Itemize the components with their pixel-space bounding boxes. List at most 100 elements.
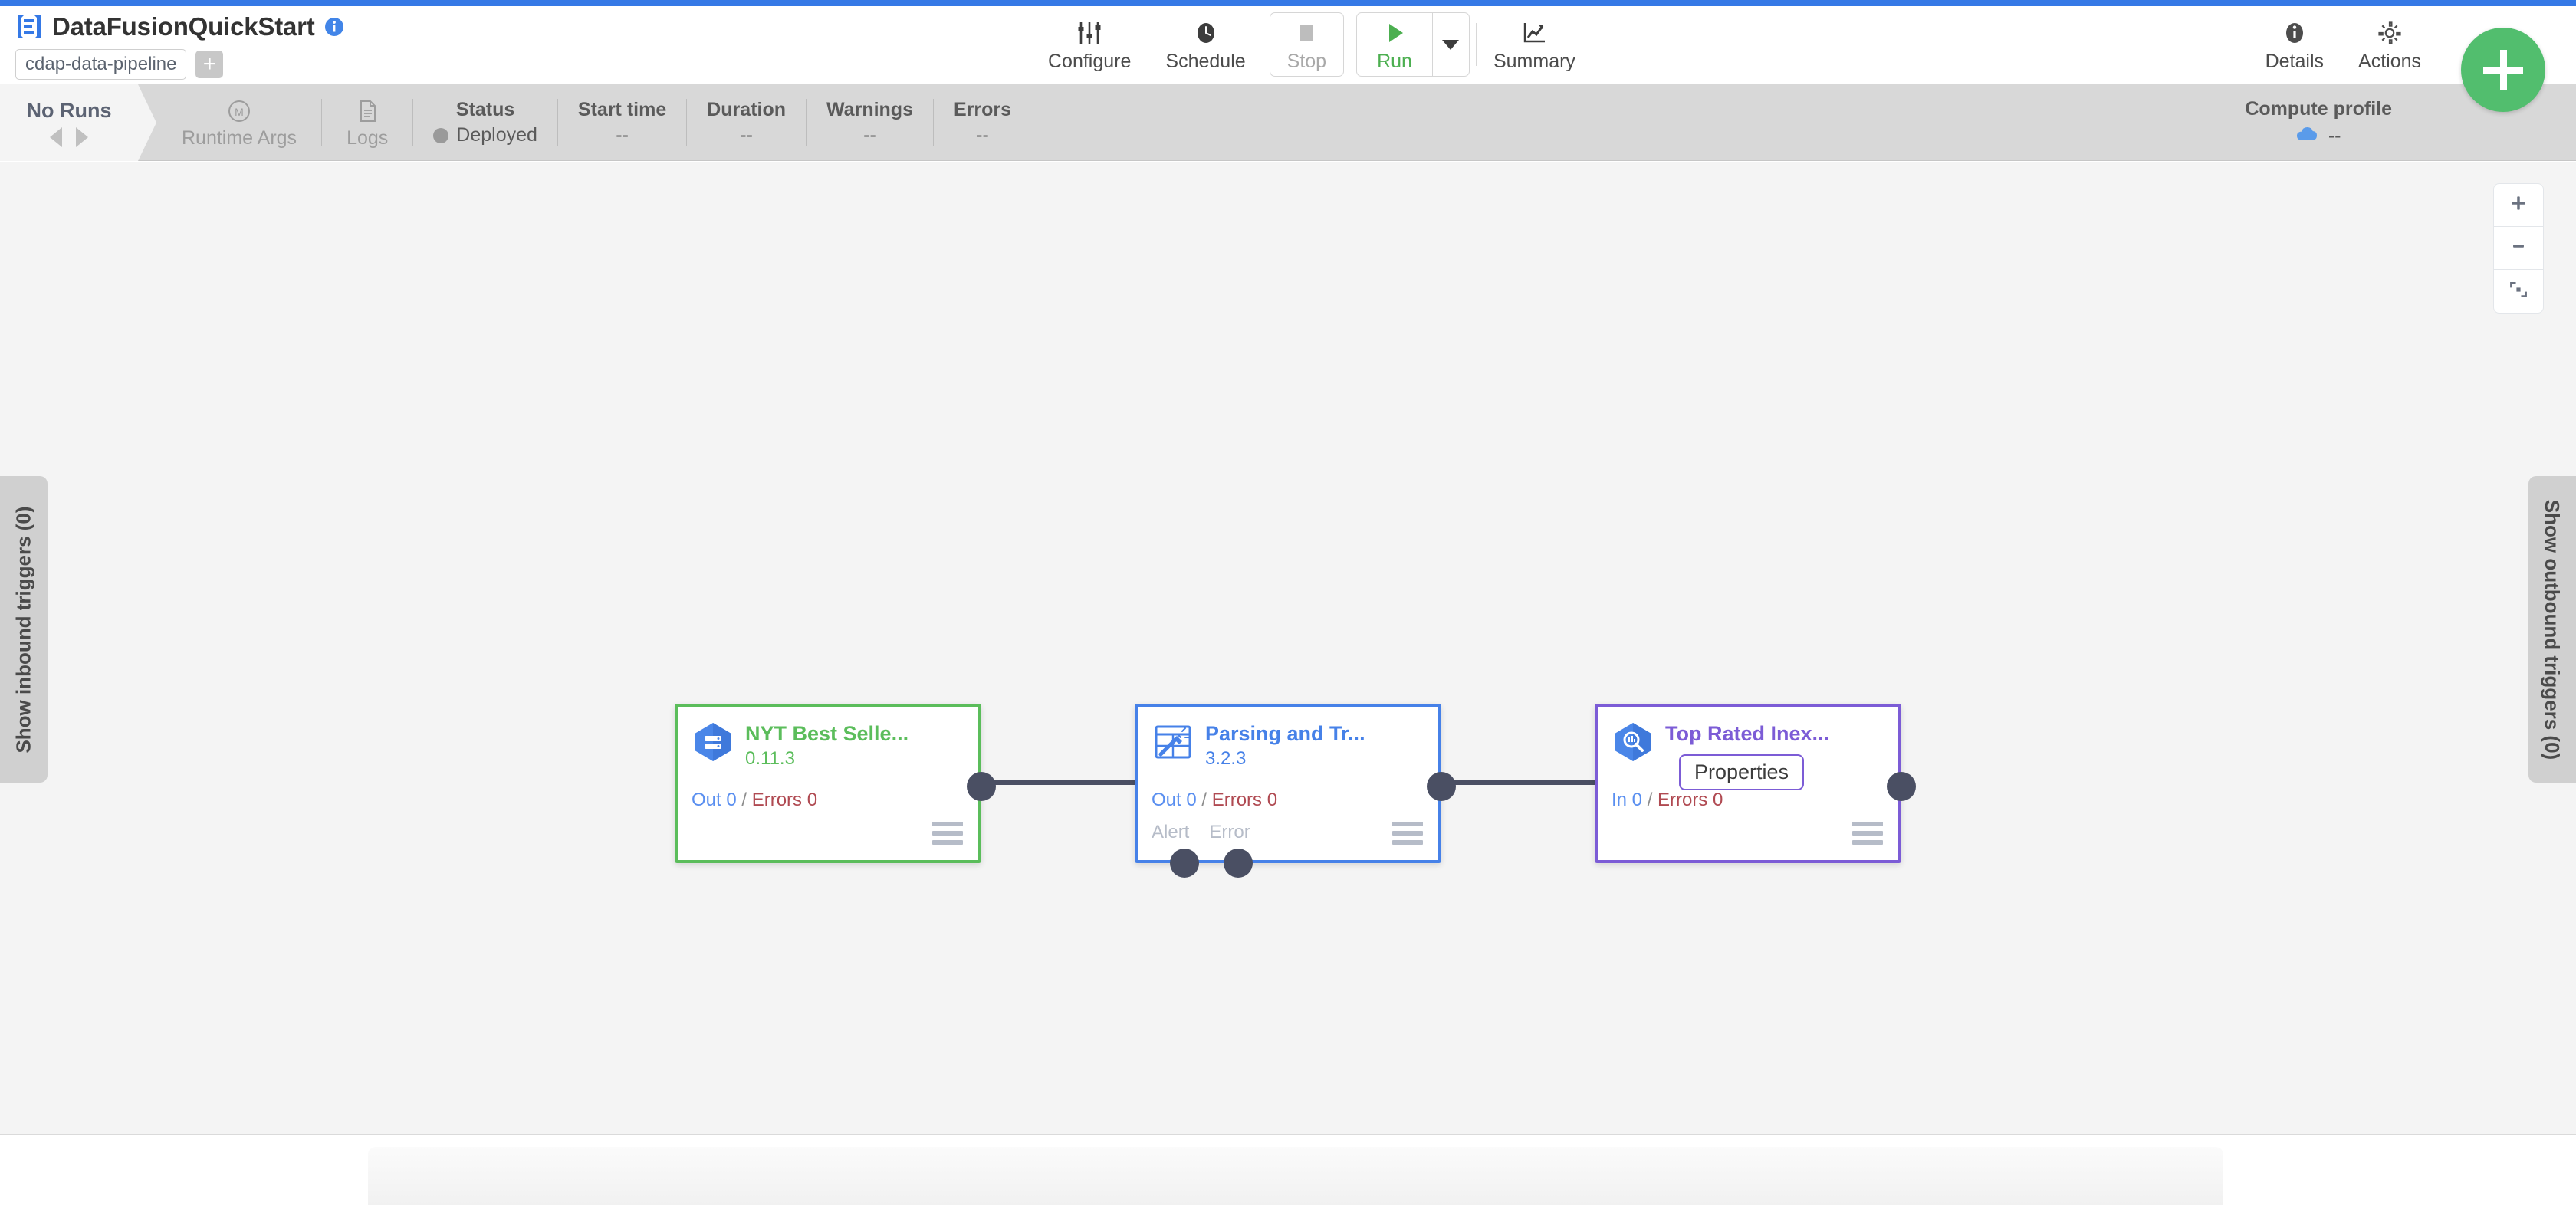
add-plugin-fab-button[interactable] <box>2461 28 2545 112</box>
bottom-ghost-panel <box>368 1147 2223 1205</box>
node-version: 0.11.3 <box>745 748 795 769</box>
configure-sliders-icon <box>1076 17 1102 49</box>
node-output-endpoint[interactable] <box>1887 772 1916 801</box>
actions-label: Actions <box>2358 50 2421 72</box>
node-name: Top Rated Inex... <box>1665 722 1830 745</box>
logs-document-icon <box>355 97 380 126</box>
bigquery-sink-icon <box>1612 721 1654 763</box>
summary-button[interactable]: Summary <box>1477 12 1592 77</box>
zoom-out-button[interactable] <box>2494 227 2543 270</box>
compute-profile-key: Compute profile <box>2245 98 2392 120</box>
zoom-in-icon <box>2509 193 2528 217</box>
stop-button[interactable]: Stop <box>1269 12 1345 77</box>
fit-to-screen-button[interactable] <box>2494 270 2543 313</box>
node-port-alert: Alert <box>1152 822 1190 842</box>
run-toolbar: M Runtime Args Logs <box>157 84 1031 161</box>
node-alert-endpoint[interactable] <box>1170 849 1199 878</box>
schedule-label: Schedule <box>1165 50 1246 72</box>
node-name: Parsing and Tr... <box>1205 722 1365 745</box>
run-dropdown-button[interactable] <box>1431 13 1469 76</box>
details-info-icon <box>2282 17 2308 49</box>
node-menu-button[interactable] <box>932 822 963 845</box>
page-title: DataFusionQuickStart <box>52 12 315 41</box>
errors-stat: Errors -- <box>934 92 1031 153</box>
outbound-triggers-tab[interactable]: Show outbound triggers (0) <box>2528 476 2576 783</box>
details-button[interactable]: Details <box>2249 12 2341 77</box>
run-label: Run <box>1377 50 1412 72</box>
info-icon[interactable] <box>324 17 344 37</box>
chevron-down-icon <box>1442 39 1460 50</box>
errors-key: Errors <box>953 99 1012 120</box>
cloud-icon <box>2296 125 2321 147</box>
inbound-triggers-tab[interactable]: Show inbound triggers (0) <box>0 476 48 783</box>
run-button-group[interactable]: Run <box>1356 12 1470 77</box>
compute-profile-stat[interactable]: Compute profile -- <box>2245 84 2392 161</box>
run-play-icon <box>1382 17 1408 49</box>
node-out-count: Out 0 <box>1152 790 1197 810</box>
run-status-bar: No Runs M Runtime Args <box>0 84 2576 161</box>
node-version: 3.2.3 <box>1205 748 1247 769</box>
add-tag-button[interactable]: + <box>196 51 224 78</box>
node-menu-button[interactable] <box>1852 822 1883 845</box>
node-titles: NYT Best Selle... 0.11.3 <box>745 721 909 770</box>
run-button[interactable]: Run <box>1357 13 1432 76</box>
compute-profile-value-wrap: -- <box>2296 125 2341 147</box>
start-time-key: Start time <box>577 99 667 120</box>
actions-button[interactable]: Actions <box>2341 12 2438 77</box>
runtime-args-button[interactable]: M Runtime Args <box>157 92 321 153</box>
arrow-left-icon[interactable] <box>50 126 62 147</box>
cdap-logo-icon <box>15 13 43 41</box>
pipeline-canvas[interactable]: Show inbound triggers (0) Show outbound … <box>0 162 2576 1135</box>
node-titles: Parsing and Tr... 3.2.3 <box>1205 721 1365 770</box>
pipeline-node-source[interactable]: NYT Best Selle... 0.11.3 Out 0 / Errors … <box>675 704 996 863</box>
wrangler-transform-icon <box>1152 721 1194 763</box>
node-header: NYT Best Selle... 0.11.3 <box>678 707 978 770</box>
compute-profile-value: -- <box>2328 125 2341 146</box>
duration-stat: Duration -- <box>687 92 806 153</box>
summary-chart-icon <box>1521 17 1547 49</box>
schedule-button[interactable]: Schedule <box>1148 12 1262 77</box>
status-key: Status <box>455 99 515 120</box>
run-divider <box>412 99 414 146</box>
node-in-count: In 0 <box>1612 790 1643 810</box>
node-error-count: Errors 0 <box>1211 790 1278 810</box>
node-properties-tooltip[interactable]: Properties <box>1679 754 1805 790</box>
node-output-endpoint[interactable] <box>1427 772 1456 801</box>
configure-button[interactable]: Configure <box>1031 12 1148 77</box>
status-badge: Deployed <box>456 124 537 146</box>
node-error-count: Errors 0 <box>1658 790 1723 810</box>
inbound-triggers-label: Show inbound triggers (0) <box>12 505 35 754</box>
node-port-error: Error <box>1209 822 1250 842</box>
bigquery-source-icon <box>692 721 734 763</box>
fit-to-screen-icon <box>2509 280 2528 304</box>
node-menu-button[interactable] <box>1392 822 1423 845</box>
node-metric-sep: / <box>1642 790 1658 810</box>
pipeline-node-sink[interactable]: Top Rated Inex... Properties In 0 / Erro… <box>1595 704 1916 863</box>
node-output-endpoint[interactable] <box>967 772 996 801</box>
plus-icon-vertical <box>2499 50 2507 90</box>
runtime-args-label: Runtime Args <box>182 126 297 149</box>
run-divider <box>686 99 688 146</box>
stop-square-icon <box>1293 17 1319 49</box>
pipeline-header: DataFusionQuickStart cdap-data-pipeline … <box>0 6 2576 84</box>
errors-value: -- <box>976 124 989 146</box>
pipeline-identity: DataFusionQuickStart cdap-data-pipeline … <box>15 9 344 80</box>
warnings-value: -- <box>863 124 876 146</box>
warnings-key: Warnings <box>826 99 913 120</box>
arrow-right-icon[interactable] <box>76 126 88 147</box>
logs-button[interactable]: Logs <box>322 92 412 153</box>
node-name: NYT Best Selle... <box>745 722 909 745</box>
pipeline-node-transform[interactable]: Parsing and Tr... 3.2.3 Out 0 / Errors 0… <box>1135 704 1456 878</box>
node-header: Top Rated Inex... <box>1598 707 1898 763</box>
zoom-in-button[interactable] <box>2494 184 2543 227</box>
node-titles: Top Rated Inex... <box>1665 721 1829 748</box>
no-runs-panel: No Runs <box>0 84 138 161</box>
artifact-type-pill[interactable]: cdap-data-pipeline <box>15 49 187 80</box>
details-label: Details <box>2265 50 2325 72</box>
run-divider <box>806 99 807 146</box>
header-action-group: Configure Schedule S <box>1031 6 1592 83</box>
node-error-endpoint[interactable] <box>1224 849 1253 878</box>
no-runs-chevron <box>138 84 156 161</box>
start-time-value: -- <box>616 124 629 146</box>
runtime-args-icon: M <box>227 97 251 126</box>
